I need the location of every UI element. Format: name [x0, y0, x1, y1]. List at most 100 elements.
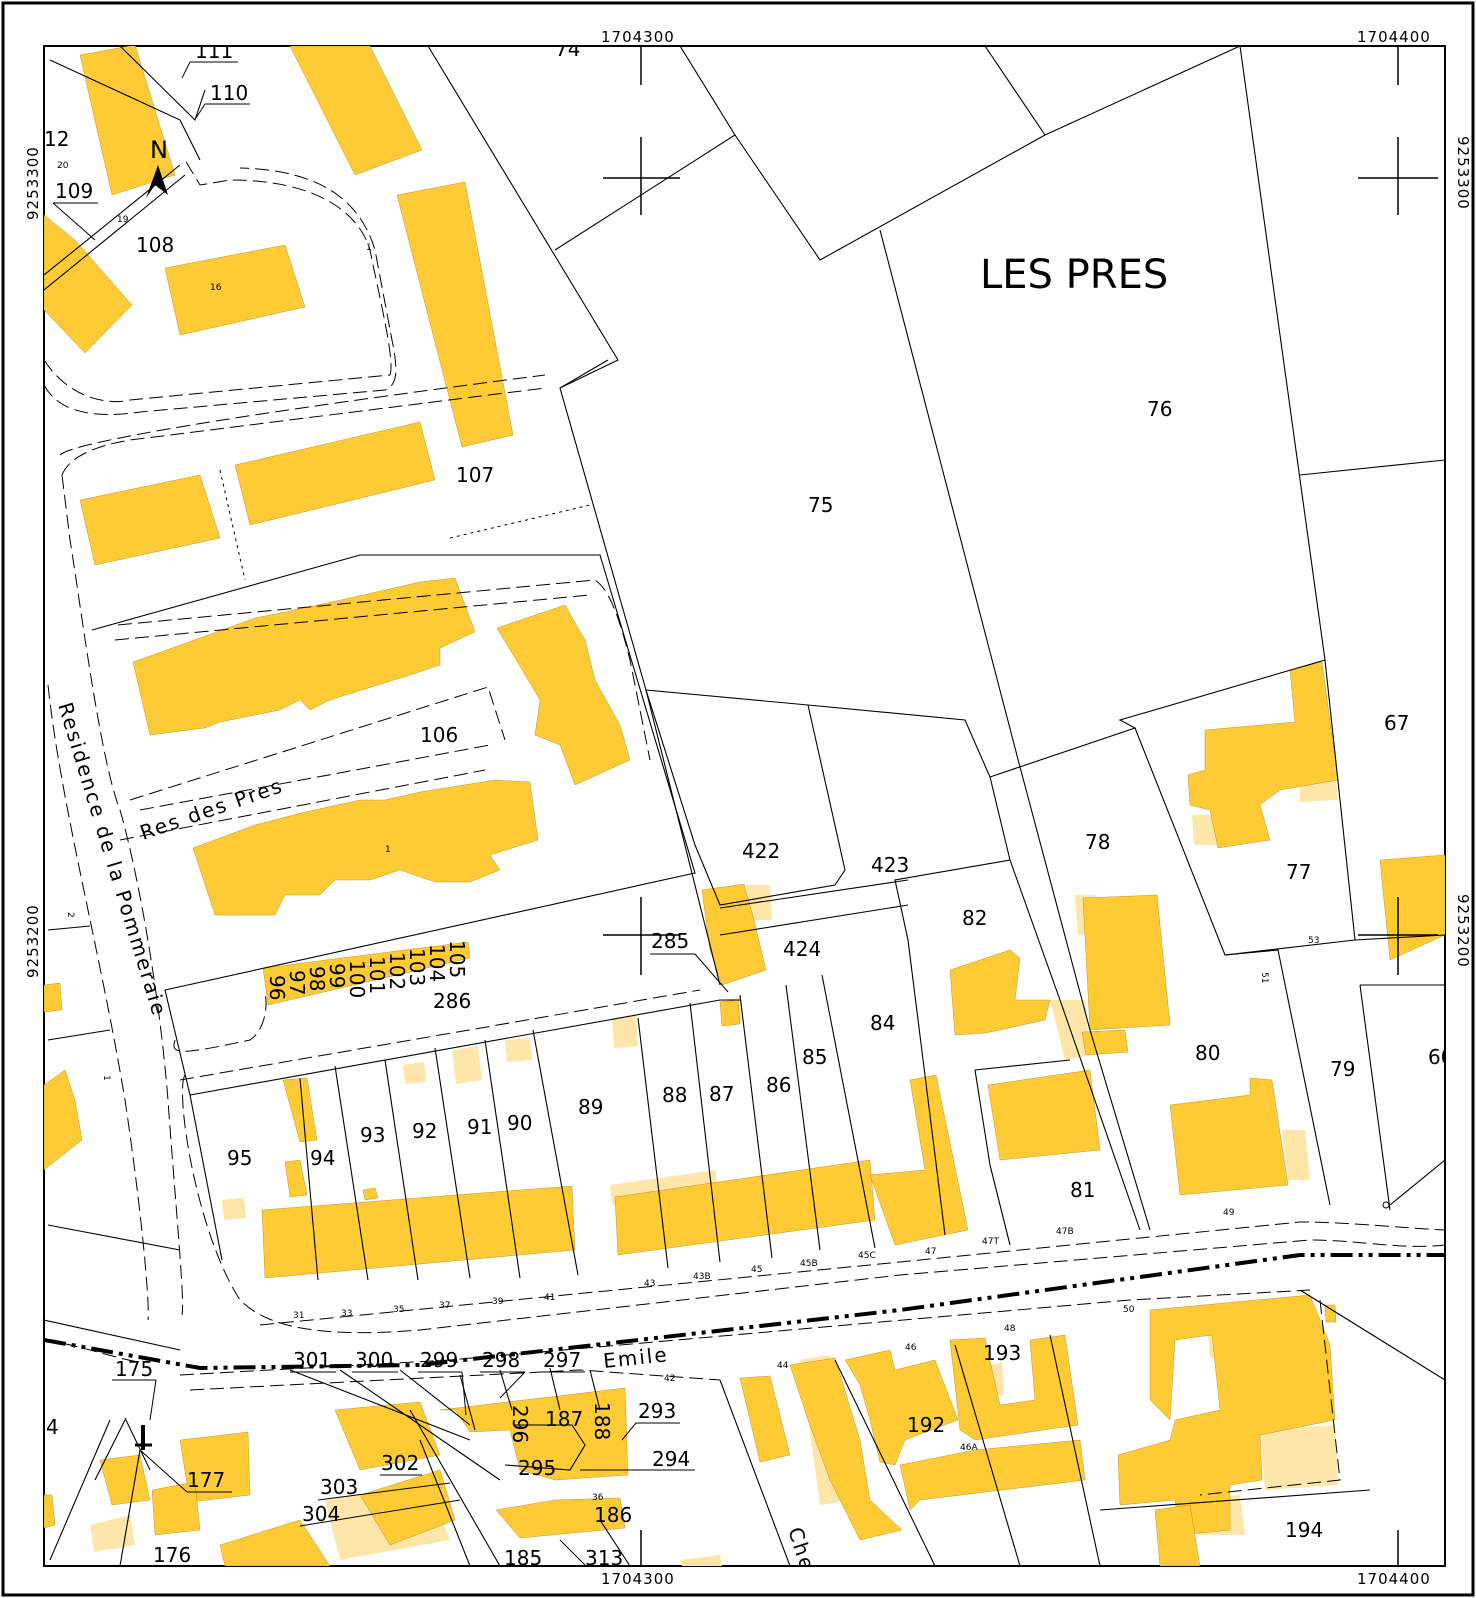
address-number: 47T	[982, 1237, 999, 1247]
parcel-number: 90	[507, 1111, 532, 1135]
building-number: 103	[405, 948, 429, 986]
ref-parcel: 298	[482, 1348, 520, 1372]
parcel-number: 89	[578, 1095, 603, 1119]
building-numbers: 96 97 98 99 100 101 102 103 104 105	[265, 940, 469, 1000]
parcel-number: 91	[467, 1115, 492, 1139]
coordinate-labels: 1704300 1704400 1704300 1704400 9253300 …	[24, 28, 1472, 1588]
x-coord-bottom-left: 1704300	[601, 1570, 675, 1588]
parcel-number: 285	[651, 929, 689, 953]
parcel-number: 177	[187, 1468, 225, 1492]
address-number: 31	[293, 1311, 304, 1321]
parcel-number: 175	[115, 1357, 153, 1381]
address-number: 46A	[960, 1443, 978, 1453]
north-arrow-icon: N	[146, 136, 168, 198]
parcel-number: 286	[433, 989, 471, 1013]
address-number: 45	[751, 1265, 762, 1275]
address-number: 48	[1004, 1324, 1016, 1334]
parcel-number: 193	[983, 1341, 1021, 1365]
ref-parcel: 299	[420, 1348, 458, 1372]
referenced-parcels: 301 300 299 298 297 293 294 302 303 304 …	[52, 61, 729, 1570]
parcel-number: 423	[871, 853, 909, 877]
building-number: 97	[285, 970, 309, 995]
x-coord-top-right: 1704400	[1357, 28, 1431, 46]
y-coord-right-bottom: 9253200	[1454, 894, 1472, 968]
parcel-number: 84	[870, 1011, 895, 1035]
parcel-number: 107	[456, 463, 494, 487]
building-number: 104	[425, 944, 449, 982]
parcel-number: 82	[962, 906, 987, 930]
parcel-number: 75	[808, 493, 833, 517]
ref-parcel: 304	[302, 1502, 340, 1526]
parcel-number: 186	[594, 1503, 632, 1527]
commune-boundary	[44, 1253, 1445, 1371]
parcel-number: 92	[412, 1119, 437, 1143]
address-number: 53	[1308, 936, 1319, 946]
building-number: 101	[365, 956, 389, 994]
parcel-number: 12	[44, 127, 69, 151]
address-number: 42	[664, 1374, 675, 1384]
parcel-number: 187	[545, 1407, 583, 1431]
ref-parcel: 293	[638, 1399, 676, 1423]
dotted-line	[449, 504, 591, 539]
ref-parcel: 313	[585, 1546, 623, 1570]
parcel-number: 78	[1085, 830, 1110, 854]
address-number: 1	[101, 1075, 111, 1081]
building-number: 98	[305, 966, 329, 991]
address-number: 35	[393, 1305, 404, 1315]
parcel-number: 77	[1286, 860, 1311, 884]
building-number: 105	[445, 940, 469, 978]
address-number: 43	[644, 1279, 655, 1289]
parcel-number: 4	[46, 1415, 59, 1439]
parcel-number: 87	[709, 1082, 734, 1106]
parcel-number: 88	[662, 1083, 687, 1107]
ref-parcel: 302	[381, 1451, 419, 1475]
ref-parcel: 301	[293, 1348, 331, 1372]
parcel-number: 110	[210, 81, 248, 105]
street-emile: Emile	[602, 1342, 670, 1373]
parcel-number: 106	[420, 723, 458, 747]
parcel-number: 188	[590, 1402, 614, 1440]
parcel-number: 422	[742, 839, 780, 863]
address-number: 39	[492, 1297, 504, 1307]
address-number: 45B	[800, 1259, 818, 1269]
address-number: 50	[1123, 1305, 1135, 1315]
parcel-number: 74	[555, 37, 580, 61]
parcel-numbers: 111 74 110 12 109 108 107 75 76 106 67 4…	[44, 37, 1453, 1570]
x-coord-bottom-right: 1704400	[1357, 1570, 1431, 1588]
parcel-number: 86	[766, 1073, 791, 1097]
street-addresses: 19 16 1 1 2 1 31 33 35 37 39 41 43 43B 4…	[65, 215, 1319, 1503]
address-number: 49	[1223, 1208, 1235, 1218]
parcel-number: 60	[1428, 1045, 1453, 1069]
locality-label: LES PRES	[980, 252, 1168, 298]
address-number: 37	[439, 1301, 450, 1311]
address-number: 33	[341, 1309, 352, 1319]
address-number: 19	[117, 215, 129, 225]
address-number: 43B	[693, 1272, 711, 1282]
address-number: 47	[925, 1247, 936, 1257]
address-number: 45C	[858, 1251, 876, 1261]
address-number: 2	[65, 912, 75, 918]
address-number: 1	[366, 243, 372, 253]
ref-parcel: 294	[652, 1447, 690, 1471]
parcel-number: 95	[227, 1146, 252, 1170]
ref-parcel: 303	[320, 1475, 358, 1499]
parcel-number: 296	[508, 1405, 532, 1443]
street-residence-pommeraie: Residence de la Pommeraie	[53, 699, 172, 1019]
parcel-number: 20	[57, 161, 69, 171]
parcel-number: 111	[195, 39, 233, 63]
y-coord-left-bottom: 9253200	[24, 904, 42, 978]
grid-crosses	[603, 46, 1438, 1566]
parcel-number: 192	[907, 1413, 945, 1437]
address-number: 47B	[1056, 1227, 1074, 1237]
address-number: 41	[544, 1293, 555, 1303]
address-number: 16	[210, 283, 222, 293]
map-frame	[43, 45, 1446, 1567]
road-edges	[44, 159, 1445, 1496]
map-content: N LES PRES Residence de la Pommeraie Res…	[44, 37, 1453, 1570]
ref-parcel: 297	[543, 1348, 581, 1372]
parcel-number: 185	[504, 1546, 542, 1570]
north-label: N	[150, 136, 168, 164]
x-coord-top-left: 1704300	[601, 28, 675, 46]
parcel-number: 424	[783, 937, 821, 961]
